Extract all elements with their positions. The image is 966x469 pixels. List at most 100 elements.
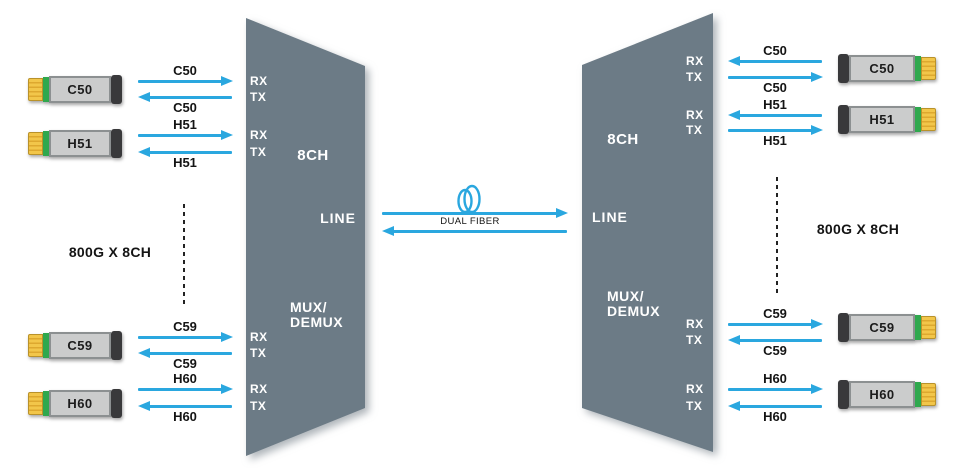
channel-label-below: H51	[763, 133, 787, 148]
channel-arrow-left-c50-upper	[138, 75, 233, 87]
left-unit-line-label: LINE	[320, 210, 356, 226]
channel-arrow-left-h51-upper-line	[138, 134, 223, 137]
module-body: C59	[849, 314, 915, 341]
tx-port-label: TX	[250, 346, 267, 360]
right-unit-mux-line2: DEMUX	[607, 303, 661, 319]
gold-fingers-icon	[28, 334, 43, 357]
module-latch	[838, 54, 849, 83]
left-unit-mux-label: MUX/ DEMUX	[290, 300, 343, 330]
module-body: H51	[49, 130, 111, 157]
right-unit-channels-label: 8CH	[607, 131, 639, 148]
channel-arrow-right-h51-upper	[728, 109, 823, 121]
line-fiber-arrow-east	[382, 207, 568, 219]
arrowhead-left-icon	[728, 56, 740, 66]
channel-label-above: H51	[173, 117, 197, 132]
module-latch	[111, 75, 122, 104]
module-channel-label: C50	[869, 61, 895, 76]
arrowhead-right-icon	[556, 208, 568, 218]
arrowhead-right-icon	[811, 384, 823, 394]
channel-label-above: H60	[763, 371, 787, 386]
channel-arrow-right-c50-upper	[728, 55, 823, 67]
rx-port-label: RX	[250, 330, 268, 344]
channel-label-below: C59	[173, 356, 197, 371]
channel-arrow-right-c59-lower-line	[737, 339, 822, 342]
arrowhead-left-icon	[138, 401, 150, 411]
gold-fingers-icon	[921, 383, 936, 406]
rx-port-label: RX	[250, 382, 268, 396]
pull-tab-stripe	[43, 77, 49, 102]
right-unit-line-label: LINE	[592, 209, 628, 225]
module-latch	[838, 105, 849, 134]
left-unit-channels-label: 8CH	[297, 147, 329, 164]
channel-arrow-left-h60-lower-line	[147, 405, 232, 408]
module-channel-label: C59	[67, 338, 93, 353]
arrowhead-right-icon	[221, 332, 233, 342]
tx-port-label: TX	[250, 145, 267, 159]
arrowhead-right-icon	[221, 130, 233, 140]
mux-demux-right-shape	[582, 13, 713, 452]
channel-arrow-left-h51-lower	[138, 146, 233, 158]
channel-label-above: C50	[763, 43, 787, 58]
module-body: H51	[849, 106, 915, 133]
tx-port-label: TX	[686, 70, 703, 84]
channel-arrow-right-h60-lower-line	[737, 405, 822, 408]
line-fiber-arrow-east-line	[382, 212, 558, 215]
pull-tab-stripe	[915, 315, 921, 340]
pull-tab-stripe	[43, 333, 49, 358]
arrowhead-right-icon	[221, 384, 233, 394]
rx-port-label: RX	[686, 382, 704, 396]
channel-arrow-right-h60-upper-line	[728, 388, 813, 391]
arrowhead-left-icon	[728, 335, 740, 345]
pull-tab-stripe	[915, 382, 921, 407]
transceiver-module-right-h60: H60	[838, 380, 936, 409]
channel-label-below: C50	[173, 100, 197, 115]
module-latch	[111, 389, 122, 418]
channel-arrow-left-h60-upper-line	[138, 388, 223, 391]
left-unit-mux-line2: DEMUX	[290, 314, 344, 330]
channel-arrow-right-c59-upper-line	[728, 323, 813, 326]
arrowhead-left-icon	[138, 147, 150, 157]
channel-label-below: C59	[763, 343, 787, 358]
dual-fiber-label: DUAL FIBER	[440, 216, 500, 227]
channel-label-below: C50	[763, 80, 787, 95]
line-fiber-arrow-west	[382, 225, 568, 237]
transceiver-module-right-h51: H51	[838, 105, 936, 134]
gold-fingers-icon	[28, 392, 43, 415]
module-channel-label: H51	[869, 112, 895, 127]
transceiver-module-left-h51: H51	[28, 129, 122, 158]
channel-arrow-left-c59-upper-line	[138, 336, 223, 339]
channel-arrow-right-c59-upper	[728, 318, 823, 330]
pull-tab-stripe	[915, 107, 921, 132]
gold-fingers-icon	[28, 132, 43, 155]
left-ellipsis-dashed-line	[183, 204, 185, 306]
module-channel-label: H51	[67, 136, 93, 151]
pull-tab-stripe	[43, 391, 49, 416]
gold-fingers-icon	[921, 316, 936, 339]
arrowhead-right-icon	[811, 125, 823, 135]
module-latch	[111, 129, 122, 158]
module-body: C50	[849, 55, 915, 82]
right-group-label: 800G X 8CH	[816, 221, 900, 237]
channel-arrow-right-h60-lower	[728, 400, 823, 412]
channel-arrow-left-c50-lower	[138, 91, 233, 103]
channel-arrow-left-h51-lower-line	[147, 151, 232, 154]
module-body: C50	[49, 76, 111, 103]
channel-arrow-right-h51-lower-line	[728, 129, 813, 132]
gold-fingers-icon	[28, 78, 43, 101]
pull-tab-stripe	[43, 131, 49, 156]
module-channel-label: H60	[869, 387, 895, 402]
channel-arrow-right-h60-upper	[728, 383, 823, 395]
channel-arrow-right-c50-upper-line	[737, 60, 822, 63]
module-channel-label: C50	[67, 82, 93, 97]
right-ellipsis-dashed-line	[776, 177, 778, 295]
rx-port-label: RX	[250, 128, 268, 142]
channel-arrow-left-c59-lower-line	[147, 352, 232, 355]
channel-arrow-right-c50-lower	[728, 71, 823, 83]
gold-fingers-icon	[921, 57, 936, 80]
rx-port-label: RX	[686, 54, 704, 68]
channel-arrow-left-c50-upper-line	[138, 80, 223, 83]
arrowhead-left-icon	[728, 401, 740, 411]
arrowhead-left-icon	[728, 110, 740, 120]
